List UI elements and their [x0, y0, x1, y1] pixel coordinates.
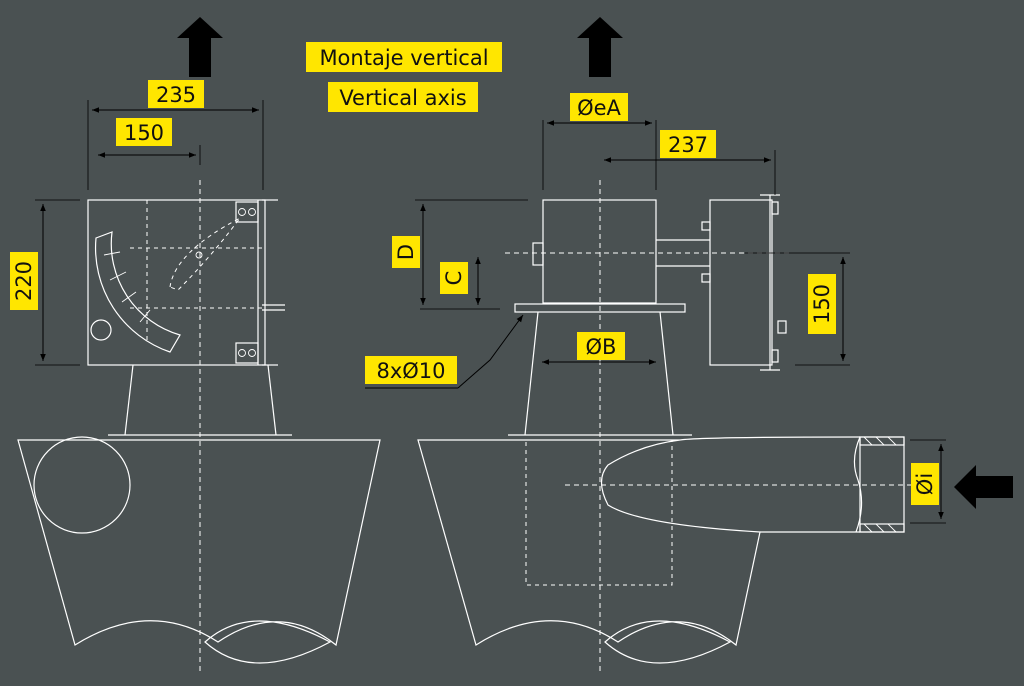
label-holes: 8xØ10 — [365, 356, 457, 384]
label-C: C — [440, 262, 468, 294]
label-i: Øi — [911, 463, 939, 505]
right-view — [417, 17, 1013, 672]
right-motor-box — [709, 199, 773, 366]
title-line-2: Vertical axis — [339, 86, 466, 110]
flow-arrow-up-right-icon — [577, 17, 623, 77]
right-cylinder — [542, 199, 657, 304]
svg-text:ØeA: ØeA — [577, 96, 621, 120]
label-150-top: 150 — [116, 118, 172, 146]
svg-text:237: 237 — [668, 133, 708, 157]
right-hopper — [417, 439, 761, 647]
svg-text:ØB: ØB — [586, 335, 617, 359]
left-hopper — [17, 439, 381, 647]
svg-text:Øi: Øi — [913, 473, 937, 495]
label-D: D — [392, 236, 420, 268]
label-150-right: 150 — [808, 274, 836, 334]
svg-text:150: 150 — [124, 121, 164, 145]
left-motor-box — [87, 199, 266, 366]
mounting-flange — [514, 303, 686, 313]
left-view — [17, 17, 381, 672]
label-220: 220 — [10, 252, 38, 310]
inlet-arrow-icon — [954, 465, 1013, 509]
label-237: 237 — [660, 130, 716, 158]
title-label: Montaje vertical Vertical axis — [306, 42, 502, 112]
svg-text:D: D — [394, 244, 418, 260]
label-B: ØB — [577, 332, 625, 360]
arc-slot — [94, 231, 181, 353]
svg-text:235: 235 — [156, 83, 196, 107]
svg-text:C: C — [442, 271, 466, 286]
svg-text:8xØ10: 8xØ10 — [376, 359, 445, 383]
dimension-lines — [35, 100, 946, 524]
label-235: 235 — [148, 80, 204, 108]
label-eA: ØeA — [570, 93, 628, 121]
svg-text:150: 150 — [810, 284, 834, 324]
flow-arrow-up-left-icon — [177, 17, 223, 77]
title-line-1: Montaje vertical — [319, 46, 488, 70]
svg-text:220: 220 — [12, 261, 36, 301]
dimension-labels: 235 150 220 ØeA 237 D C ØB — [10, 80, 939, 505]
